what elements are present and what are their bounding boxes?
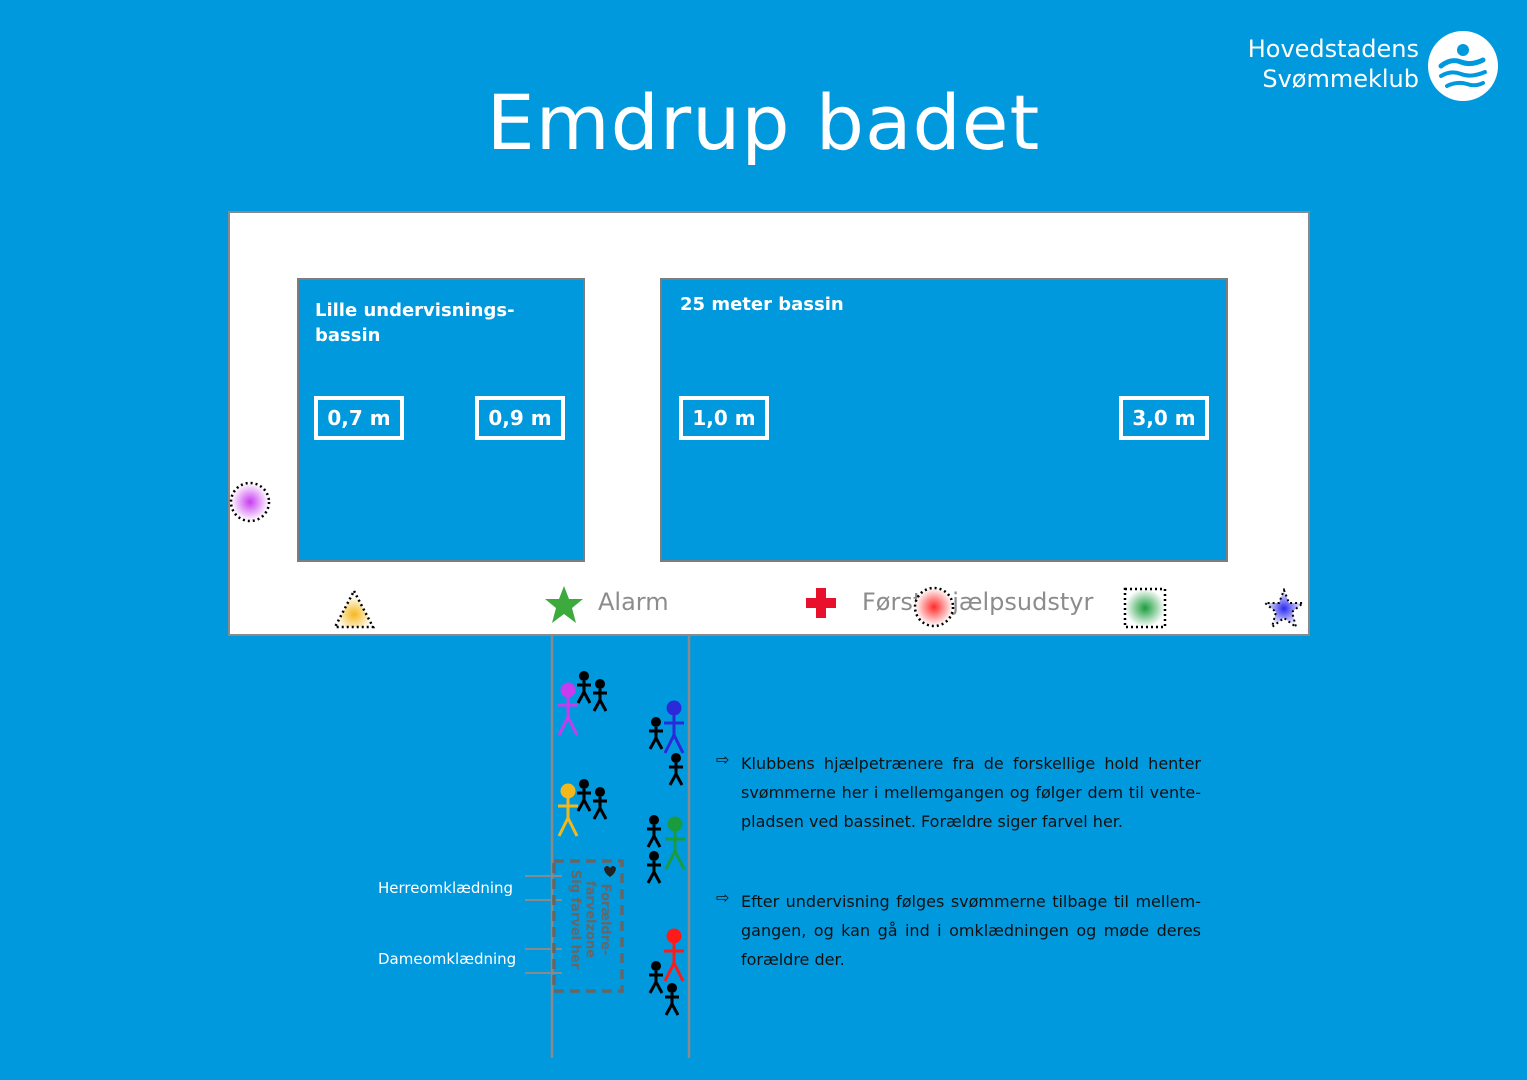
info-paragraph-1: Klubbens hjælpetrænere fra de forskellig… (741, 754, 1201, 831)
depth-label-3-0: 3,0 m (1119, 396, 1209, 440)
child-figure (663, 981, 681, 1017)
child-figure (575, 777, 593, 813)
child-figure (647, 715, 665, 751)
womens-changing-room-label: Dameomklædning (378, 950, 517, 968)
logo-line-2: Svømmeklub (1262, 65, 1419, 93)
depth-label-1-0: 1,0 m (679, 396, 769, 440)
small-pool-name: Lille undervisnings- bassin (315, 298, 515, 348)
small-pool-name-line1: Lille undervisnings- (315, 300, 515, 321)
info-paragraph-2: Efter undervisning følges svømmerne tilb… (741, 892, 1201, 969)
small-pool-name-line2: bassin (315, 325, 381, 346)
arrow-icon: ⇨ (716, 888, 730, 907)
stick-figures-group (557, 669, 686, 1017)
yellow-trainer-figure (557, 783, 579, 837)
corridor (525, 634, 691, 1058)
green-meeting-point-icon (1123, 587, 1167, 629)
depth-label-0-9: 0,9 m (475, 396, 565, 440)
25m-pool (660, 278, 1228, 562)
blue-meeting-point-icon (1262, 588, 1306, 630)
child-figure (667, 751, 685, 787)
child-figure (575, 669, 593, 705)
alarm-star-icon (545, 586, 583, 623)
yellow-meeting-point-icon (332, 588, 376, 629)
child-figure (591, 677, 609, 713)
club-logo-text: Hovedstadens Svømmeklub (1248, 34, 1419, 94)
first-aid-label: Førstehjælpsudstyr (862, 588, 1094, 616)
alarm-label: Alarm (598, 588, 669, 616)
blue-trainer-figure (663, 700, 685, 754)
child-figure (647, 959, 665, 995)
mens-changing-room-label: Herreomklædning (378, 879, 514, 897)
purple-meeting-point-icon (229, 481, 271, 523)
purple-trainer-figure (557, 682, 579, 736)
child-figure (645, 813, 663, 849)
logo-line-1: Hovedstadens (1247, 35, 1419, 63)
swimmer-logo-icon (1428, 31, 1498, 101)
red-meeting-point-icon (913, 586, 955, 628)
child-figure (645, 849, 663, 885)
page-title: Emdrup badet (486, 78, 1041, 167)
depth-label-0-7: 0,7 m (314, 396, 404, 440)
25m-pool-name: 25 meter bassin (680, 294, 844, 315)
red-trainer-figure (663, 928, 685, 982)
child-figure (591, 785, 609, 821)
arrow-icon: ⇨ (716, 750, 730, 769)
small-teaching-pool (297, 278, 585, 562)
first-aid-cross-icon (806, 588, 836, 618)
green-trainer-figure (664, 816, 686, 870)
